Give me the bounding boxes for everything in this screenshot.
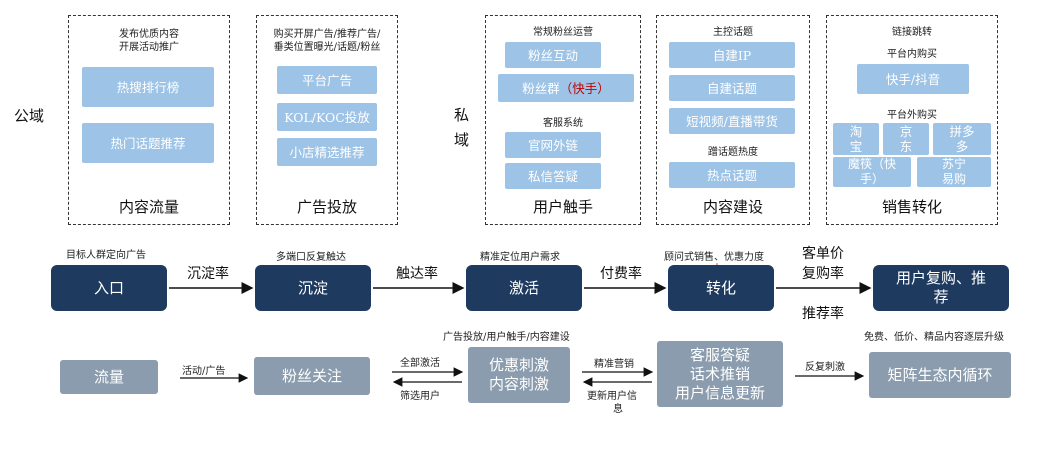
content-build-title: 内容建设 bbox=[702, 198, 763, 216]
official-site-link: 官网外链 bbox=[505, 132, 601, 158]
stage-settle: 沉淀 bbox=[255, 265, 371, 311]
stage-entry: 入口 bbox=[51, 265, 167, 311]
user-touch-note-2: 客服系统 bbox=[543, 118, 583, 129]
bottom-note-right: 免费、低价、精品内容逐层升级 bbox=[864, 332, 1004, 343]
self-built-ip: 自建IP bbox=[669, 42, 795, 68]
fan-group-label: 粉丝群 bbox=[522, 80, 560, 96]
fan-interaction: 粉丝互动 bbox=[505, 42, 601, 68]
hot-topic: 热点话题 bbox=[669, 162, 795, 188]
content-traffic-box: 发布优质内容 开展活动推广 热搜排行榜 热门话题推荐 内容流量 bbox=[68, 15, 230, 225]
platform-ads: 平台广告 bbox=[277, 66, 377, 94]
public-domain-label: 公域 bbox=[14, 107, 45, 125]
fan-group-kuaishou: 粉丝群（快手） bbox=[498, 74, 634, 102]
ad-placement-note-1: 购买开屏广告/推荐广告/ bbox=[273, 29, 381, 40]
content-traffic-title: 内容流量 bbox=[118, 198, 179, 216]
kol-koc-placement: KOL/KOC投放 bbox=[277, 103, 377, 131]
pay-rate-label: 付费率 bbox=[600, 266, 642, 282]
discount-stimulus: 优惠刺激 bbox=[488, 356, 549, 374]
repurchase-rate-label: 复购率 bbox=[802, 266, 844, 282]
activity-ad-label: 活动/广告 bbox=[182, 366, 226, 377]
store-jd: 京东 bbox=[883, 123, 929, 155]
node-stimulus: 优惠刺激 内容刺激 bbox=[468, 347, 570, 403]
content-traffic-note-1: 发布优质内容 bbox=[119, 29, 179, 40]
store-suning: 苏宁易购 bbox=[917, 157, 991, 187]
all-activate-label: 全部激活 bbox=[400, 358, 440, 369]
store-taobao: 淘宝 bbox=[833, 123, 879, 155]
sales-conversion-note-3: 平台外购买 bbox=[887, 110, 937, 121]
settle-rate-label: 沉淀率 bbox=[187, 266, 229, 282]
user-touch-box: 常规粉丝运营 粉丝互动 粉丝群（快手） 客服系统 官网外链 私信答疑 用户触手 bbox=[485, 15, 641, 225]
reach-rate-label: 触达率 bbox=[396, 266, 438, 282]
sales-conversion-box: 链接跳转 平台内购买 快手/抖音 平台外购买 淘宝 京东 拼多多 魔筷（快手） … bbox=[826, 15, 998, 225]
recommend-rate-label: 推荐率 bbox=[802, 306, 844, 322]
content-build-note-1: 主控话题 bbox=[713, 27, 753, 38]
precision-marketing-label: 精准营销 bbox=[594, 359, 634, 370]
update-user-info-label-1: 更新用户信 bbox=[587, 391, 637, 402]
stage-repurchase-recommend: 用户复购、推 荐 bbox=[873, 265, 1009, 311]
node-matrix-ecosystem: 矩阵生态内循环 bbox=[869, 352, 1011, 398]
user-info-update: 用户信息更新 bbox=[674, 383, 765, 402]
stage-convert: 转化 bbox=[668, 265, 774, 311]
avg-order-value-label: 客单价 bbox=[802, 246, 844, 262]
content-traffic-note-2: 开展活动推广 bbox=[119, 42, 179, 53]
stage-repurchase-line-2: 荐 bbox=[933, 288, 949, 306]
ad-placement-title: 广告投放 bbox=[296, 198, 357, 216]
flow-note-entry: 目标人群定向广告 bbox=[66, 250, 146, 261]
private-domain-label-1: 私 bbox=[454, 106, 470, 124]
private-domain-label-2: 域 bbox=[454, 131, 470, 149]
sales-conversion-title: 销售转化 bbox=[881, 198, 942, 216]
hot-search-list: 热搜排行榜 bbox=[82, 67, 214, 107]
stage-activate: 激活 bbox=[466, 265, 582, 311]
stage-repurchase-line-1: 用户复购、推 bbox=[895, 269, 986, 287]
flow-note-activate: 精准定位用户需求 bbox=[480, 252, 560, 263]
node-fan-follow: 粉丝关注 bbox=[254, 357, 370, 395]
user-touch-title: 用户触手 bbox=[532, 198, 593, 216]
user-touch-note-1: 常规粉丝运营 bbox=[533, 27, 593, 38]
customer-service-qa: 客服答疑 bbox=[689, 345, 750, 364]
content-build-box: 主控话题 自建IP 自建话题 短视频/直播带货 蹭话题热度 热点话题 内容建设 bbox=[656, 15, 810, 225]
repeat-stimulus-label: 反复刺激 bbox=[805, 362, 845, 373]
private-message-qa: 私信答疑 bbox=[505, 163, 601, 189]
node-traffic: 流量 bbox=[60, 360, 158, 394]
flow-note-convert: 顾问式销售、优惠力度 bbox=[664, 252, 764, 263]
short-video-livestream: 短视频/直播带货 bbox=[669, 108, 795, 134]
ad-placement-box: 购买开屏广告/推荐广告/ 垂类位置曝光/话题/粉丝 平台广告 KOL/KOC投放… bbox=[256, 15, 398, 225]
ad-placement-note-2: 垂类位置曝光/话题/粉丝 bbox=[273, 42, 381, 53]
hot-topic-recommend: 热门话题推荐 bbox=[82, 123, 214, 163]
shop-featured-recommend: 小店精选推荐 bbox=[277, 138, 377, 166]
script-sales: 话术推销 bbox=[689, 364, 750, 383]
store-mokuai-kuaishou: 魔筷（快手） bbox=[833, 157, 911, 187]
filter-users-label: 筛选用户 bbox=[400, 391, 440, 402]
sales-conversion-note-1: 链接跳转 bbox=[892, 27, 932, 38]
kuaishou-douyin: 快手/抖音 bbox=[857, 64, 969, 94]
content-build-note-2: 蹭话题热度 bbox=[708, 147, 758, 158]
bottom-note-mid: 广告投放/用户触手/内容建设 bbox=[443, 332, 570, 343]
sales-conversion-note-2: 平台内购买 bbox=[887, 49, 937, 60]
node-customer-service: 客服答疑 话术推销 用户信息更新 bbox=[657, 341, 783, 407]
content-stimulus: 内容刺激 bbox=[488, 375, 549, 393]
kuaishou-red-label: （快手） bbox=[559, 80, 610, 96]
update-user-info-label-2: 息 bbox=[613, 404, 623, 415]
flow-note-settle: 多端口反复触达 bbox=[276, 252, 346, 263]
store-pinduoduo: 拼多多 bbox=[933, 123, 991, 155]
self-built-topic: 自建话题 bbox=[669, 75, 795, 101]
